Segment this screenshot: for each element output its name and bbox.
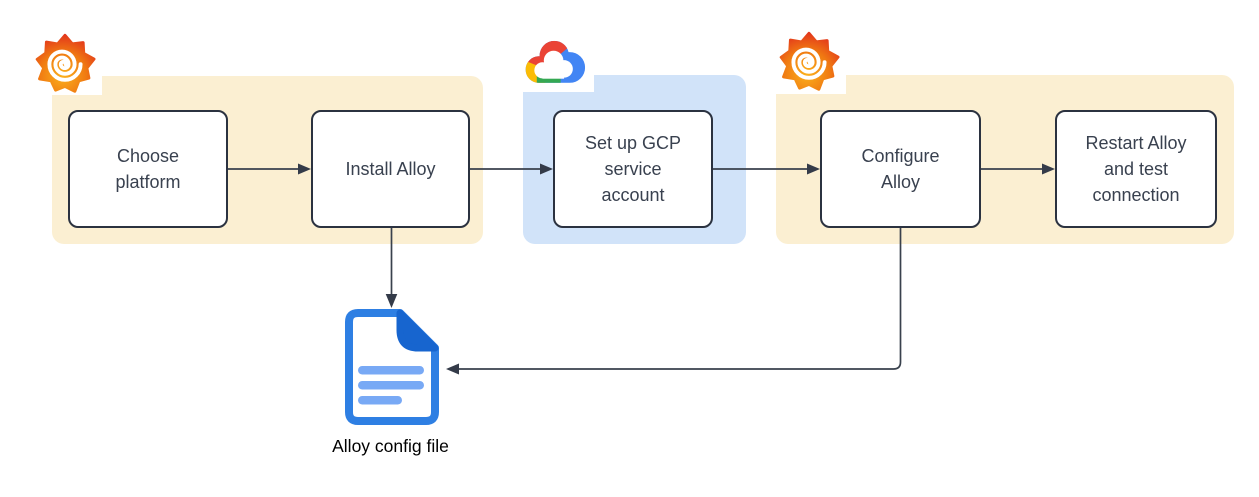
node-label: Install Alloy — [345, 158, 436, 179]
node-label: Choose platform — [115, 145, 181, 192]
node-label: Set up GCP service account — [584, 132, 682, 206]
node-label: Restart Alloy and test connection — [1085, 132, 1187, 206]
artifact-label: Alloy config file — [332, 436, 449, 456]
edge-configure-alloy-to-config-file — [446, 228, 902, 375]
node-choose-platform: Choose platform — [68, 110, 228, 228]
node-install-alloy: Install Alloy — [311, 110, 470, 228]
grafana-icon — [28, 30, 102, 95]
node-label: Configure Alloy — [861, 145, 940, 192]
document-icon — [345, 309, 439, 425]
node-configure-alloy: Configure Alloy — [820, 110, 981, 228]
google-cloud-icon — [516, 28, 594, 92]
node-restart-alloy-test-connection: Restart Alloy and test connection — [1055, 110, 1217, 228]
grafana-icon — [772, 28, 846, 94]
node-setup-gcp-service-account: Set up GCP service account — [553, 110, 713, 228]
